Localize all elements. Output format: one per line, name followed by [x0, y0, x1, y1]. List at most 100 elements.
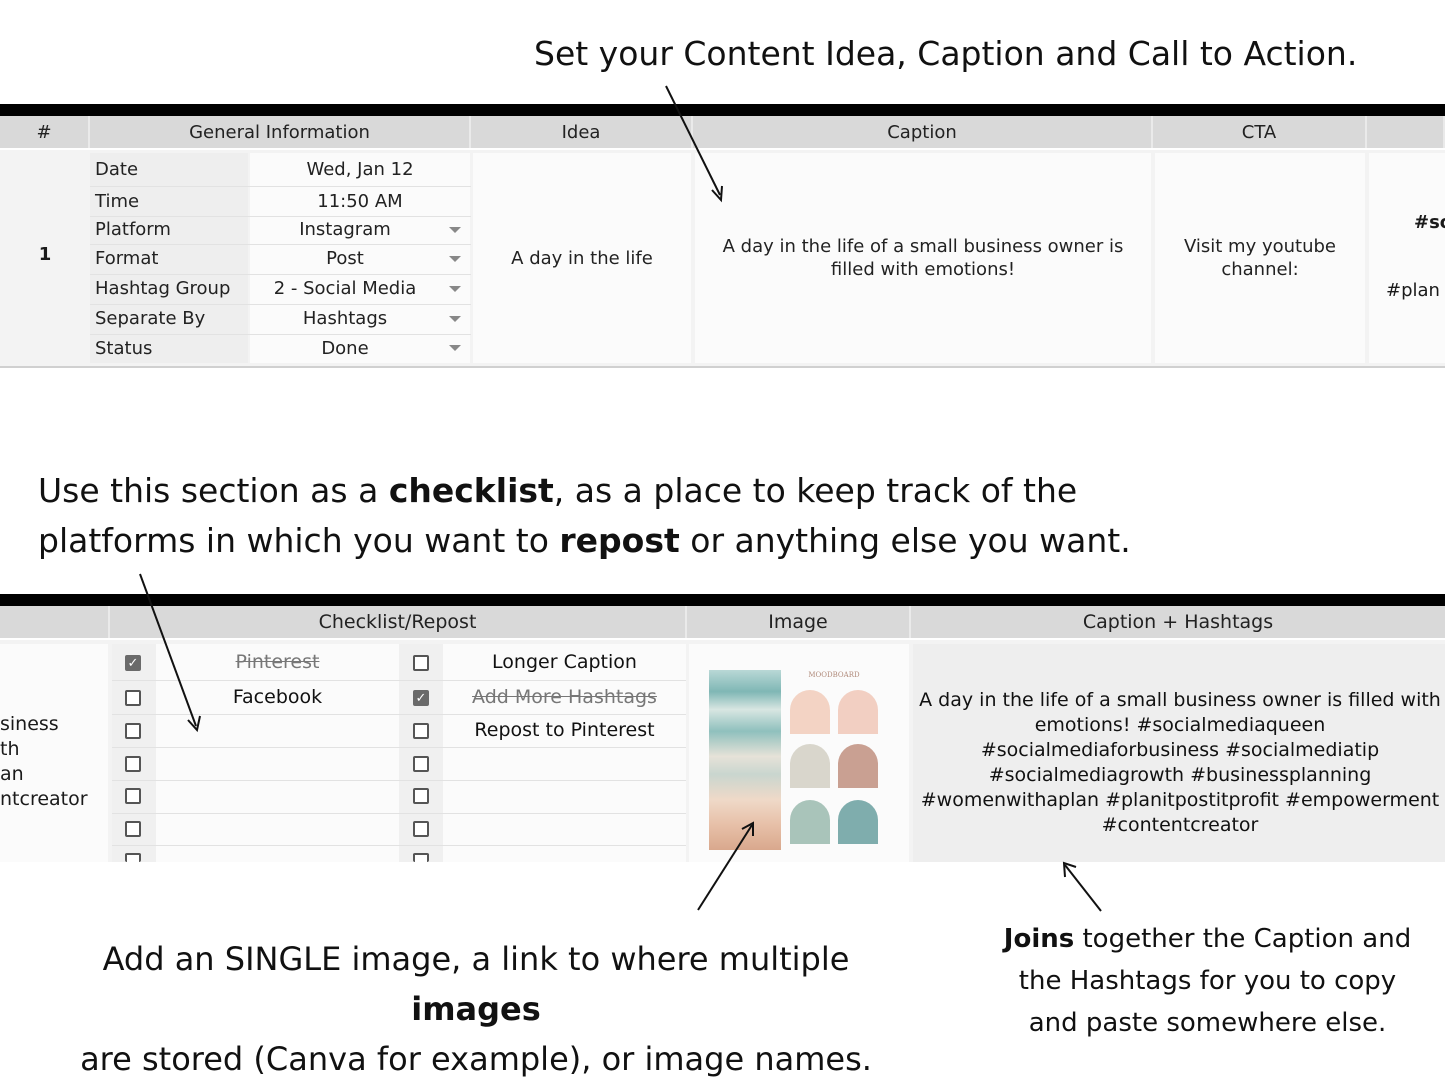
swatch — [790, 690, 830, 734]
annotation-bold: Joins — [1003, 924, 1075, 954]
divider — [90, 304, 471, 305]
checkbox-add-more-hashtags[interactable]: ✓ — [413, 690, 429, 706]
chevron-down-icon[interactable] — [449, 227, 461, 233]
checklist-label: Pinterest — [235, 651, 320, 673]
swatch — [838, 690, 878, 734]
checkbox-facebook[interactable] — [125, 690, 141, 706]
annotation-bold: images — [411, 990, 541, 1028]
caption-cell[interactable]: A day in the life of a small business ow… — [695, 153, 1151, 363]
annotation-text: and paste somewhere else. — [1028, 1008, 1387, 1038]
hashtags-partial-text: #plan — [1386, 280, 1440, 301]
annotation-text: are stored (Canva for example), or image… — [80, 1040, 872, 1078]
divider — [112, 680, 686, 681]
checkbox[interactable] — [413, 756, 429, 772]
field-label-separate-by: Separate By — [95, 308, 206, 329]
checkbox[interactable] — [125, 756, 141, 772]
chevron-down-icon[interactable] — [449, 256, 461, 262]
header-idea: Idea — [471, 116, 693, 148]
field-label-format: Format — [95, 248, 159, 269]
chevron-down-icon[interactable] — [449, 345, 461, 351]
annotation-bold: checklist — [388, 471, 554, 510]
checkbox[interactable] — [413, 853, 429, 862]
hashtag-group-select[interactable]: 2 - Social Media — [273, 278, 417, 299]
checkbox[interactable] — [125, 723, 141, 739]
checkbox[interactable] — [413, 788, 429, 804]
annotation-text: the Hashtags for you to copy — [1018, 966, 1397, 996]
checklist-label: Add More Hashtags — [472, 686, 657, 708]
divider — [112, 780, 686, 781]
sheet-bottom-border — [0, 594, 1445, 606]
annotation-bold: repost — [559, 521, 680, 560]
field-date-value[interactable]: Wed, Jan 12 — [306, 159, 414, 180]
caption-hashtags-cell[interactable] — [913, 644, 1445, 862]
annotation-text: , as a place to keep track of the — [553, 471, 1078, 510]
annotation-text: or anything else you want. — [679, 521, 1131, 560]
divider — [90, 244, 471, 245]
header-caption: Caption — [693, 116, 1153, 148]
separate-by-select[interactable]: Hashtags — [302, 308, 388, 329]
field-label-date: Date — [95, 159, 139, 180]
arrow-icon — [1062, 861, 1102, 912]
divider — [112, 813, 686, 814]
divider — [90, 334, 471, 335]
arrow-icon — [139, 573, 201, 733]
swatch — [790, 800, 830, 844]
annotation-text: platforms in which you want to — [38, 521, 560, 560]
annotation-text: together the Caption and — [1074, 924, 1412, 954]
header-caption-hashtags: Caption + Hashtags — [911, 606, 1445, 638]
divider — [112, 845, 686, 846]
swatch — [838, 744, 878, 788]
cta-cell[interactable]: Visit my youtube channel: — [1155, 153, 1365, 363]
checkbox-repost-pinterest[interactable] — [413, 723, 429, 739]
partial-line: siness — [0, 713, 59, 735]
header-general-information: General Information — [90, 116, 471, 148]
partial-left-cell — [0, 644, 108, 862]
arrow-icon — [697, 821, 754, 911]
hashtags-cell-partial[interactable] — [1369, 153, 1445, 363]
checkbox[interactable] — [413, 821, 429, 837]
field-label-time: Time — [95, 191, 140, 212]
divider — [112, 747, 686, 748]
annotation-text: Use this section as a — [38, 471, 389, 510]
divider — [90, 274, 471, 275]
checkbox[interactable] — [125, 821, 141, 837]
general-info-values-bg — [250, 153, 470, 363]
annotation-checklist: Use this section as a checklist, as a pl… — [38, 466, 1131, 566]
annotation-text: Add an SINGLE image, a link to where mul… — [102, 940, 850, 978]
header-number: # — [0, 116, 90, 148]
divider — [112, 714, 686, 715]
platform-select[interactable]: Instagram — [299, 219, 391, 240]
checklist-label: Facebook — [232, 686, 323, 708]
format-select[interactable]: Post — [326, 248, 364, 269]
checklist-label: Repost to Pinterest — [474, 719, 655, 741]
checkbox[interactable] — [125, 788, 141, 804]
idea-cell[interactable]: A day in the life — [473, 153, 691, 363]
row-number: 1 — [38, 244, 52, 265]
swatch — [790, 744, 830, 788]
checkbox-longer-caption[interactable] — [413, 655, 429, 671]
moodboard-image[interactable] — [709, 670, 781, 850]
header-image: Image — [687, 606, 911, 638]
partial-left-text: siness th an ntcreator — [0, 712, 88, 812]
field-label-platform: Platform — [95, 219, 171, 240]
caption-hashtags-text: A day in the life of a small business ow… — [919, 689, 1441, 836]
divider — [90, 186, 471, 187]
field-label-status: Status — [95, 338, 153, 359]
hashtags-partial-text: #so — [1414, 212, 1445, 233]
chevron-down-icon[interactable] — [449, 286, 461, 292]
checkbox[interactable] — [125, 853, 141, 862]
header-hashtags-partial — [1367, 116, 1445, 148]
moodboard-title: MOODBOARD — [808, 671, 860, 679]
checkbox-pinterest[interactable]: ✓ — [125, 655, 141, 671]
header-cta: CTA — [1153, 116, 1367, 148]
field-label-hashtag-group: Hashtag Group — [95, 278, 231, 299]
annotation-joins: Joins together the Caption and the Hasht… — [985, 918, 1430, 1044]
annotation-image: Add an SINGLE image, a link to where mul… — [38, 934, 914, 1084]
annotation-content-idea: Set your Content Idea, Caption and Call … — [534, 34, 1358, 73]
status-select[interactable]: Done — [321, 338, 369, 359]
chevron-down-icon[interactable] — [449, 316, 461, 322]
swatch — [838, 800, 878, 844]
arrow-icon — [665, 85, 723, 203]
field-time-value[interactable]: 11:50 AM — [317, 191, 403, 212]
partial-line: ntcreator — [0, 788, 88, 810]
